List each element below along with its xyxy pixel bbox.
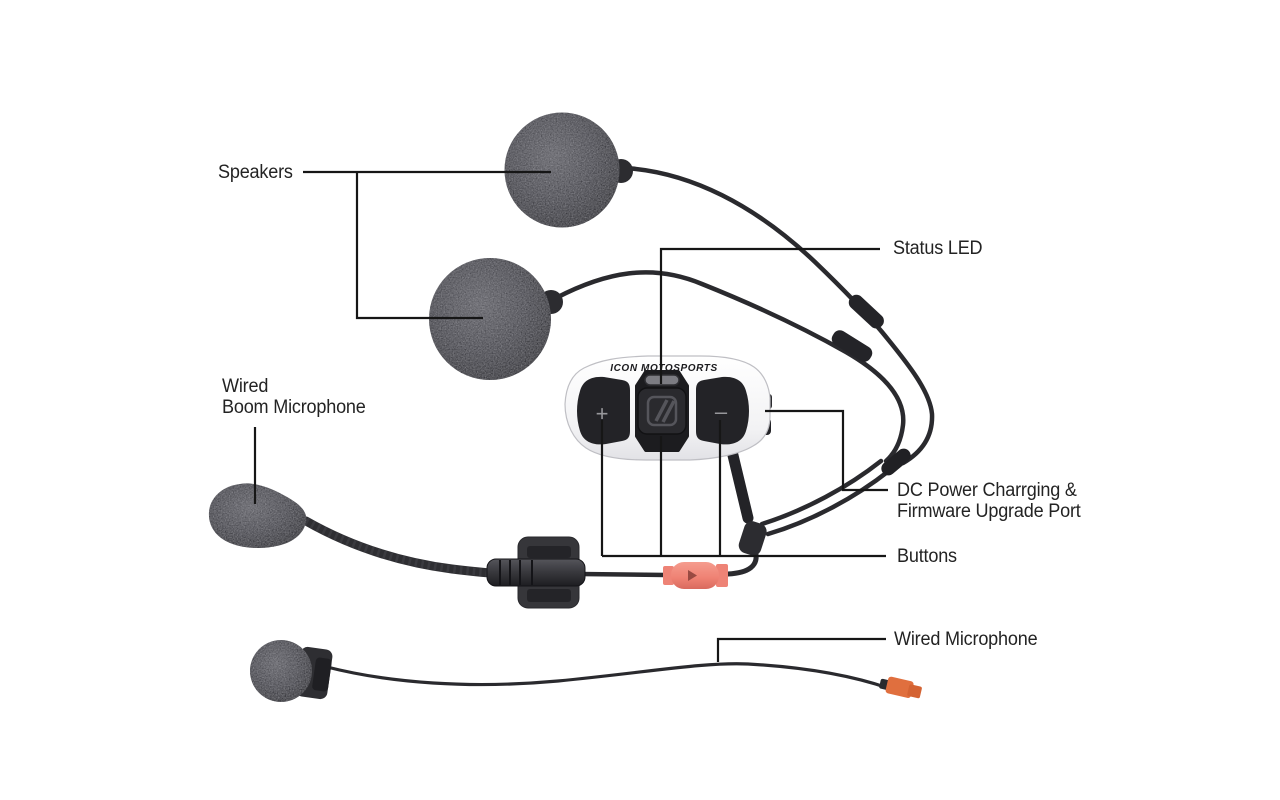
speaker-bundle-cable-b [759,458,884,527]
icon-logo-icon [646,395,678,427]
second-speaker-cable [553,270,906,464]
connector-flange-right [716,564,728,587]
speakers-callout-line [303,170,551,320]
wired-boom-mic-label-line1: Wired [222,376,269,397]
junction-lump [738,521,767,556]
end-connector-body [885,676,914,698]
boom-clamp-top-slot [527,546,571,558]
device-bottom-strap [725,441,754,524]
boom-clamp-bottom-slot [527,589,571,602]
speakers-group [429,112,633,380]
boom-coupler [486,558,586,587]
wired-mic-bracket [312,657,332,692]
control-unit: ICON MOTOSPORTS + – [564,355,772,461]
wired-microphone-group [250,640,922,702]
buttons-label: Buttons [897,546,957,567]
status-led-callout-line [659,247,880,384]
boom-arm-ribs [304,517,491,577]
connector-arrow-icon [688,570,697,581]
wired-mic-foam-texture [250,640,312,702]
boom-coupler-ribs [499,560,533,585]
boom-arm [301,516,495,578]
device-junction [725,441,767,556]
end-orange-connector [879,676,922,699]
volume-down-glyph: – [715,399,728,424]
dc-power-label-line1: DC Power Charrging & [897,480,1077,501]
second-speaker-texture [429,258,551,380]
callout-lines [253,170,888,662]
inline-connector-top-cable [848,294,884,329]
connector-flange-left [663,566,674,585]
speaker-bundle-cable-a [765,467,893,537]
device-brand: ICON MOTOSPORTS [610,363,718,374]
wired-boom-mic-label-line2: Boom Microphone [222,397,366,418]
wired-mic-callout-line [716,637,886,662]
end-connector-tip [907,684,922,699]
inline-orange-connector [663,562,728,589]
dc-power-label: DC Power Charrging & Firmware Upgrade Po… [897,480,1081,522]
volume-up-glyph: + [596,401,609,426]
boom-mic-foam-texture [208,483,307,549]
volume-down-button [696,376,749,445]
top-speaker-texture [504,112,620,228]
cable-ferrules [831,294,911,476]
dc-power-callout-line [765,409,888,492]
cable-ferrule [881,448,911,476]
buttons-callout-line [600,420,886,558]
dc-power-label-line2: Firmware Upgrade Port [897,501,1081,522]
clamp-to-connector-cable [577,571,669,578]
status-led-label: Status LED [893,238,983,259]
inline-connector-second-cable [831,330,873,362]
volume-up-button [577,376,630,445]
boom-microphone-group [208,483,586,609]
wired-mic-cable [325,662,890,690]
wired-boom-mic-label: Wired Boom Microphone [222,376,366,418]
wired-mic-label: Wired Microphone [894,629,1038,650]
speakers-label: Speakers [218,162,293,183]
